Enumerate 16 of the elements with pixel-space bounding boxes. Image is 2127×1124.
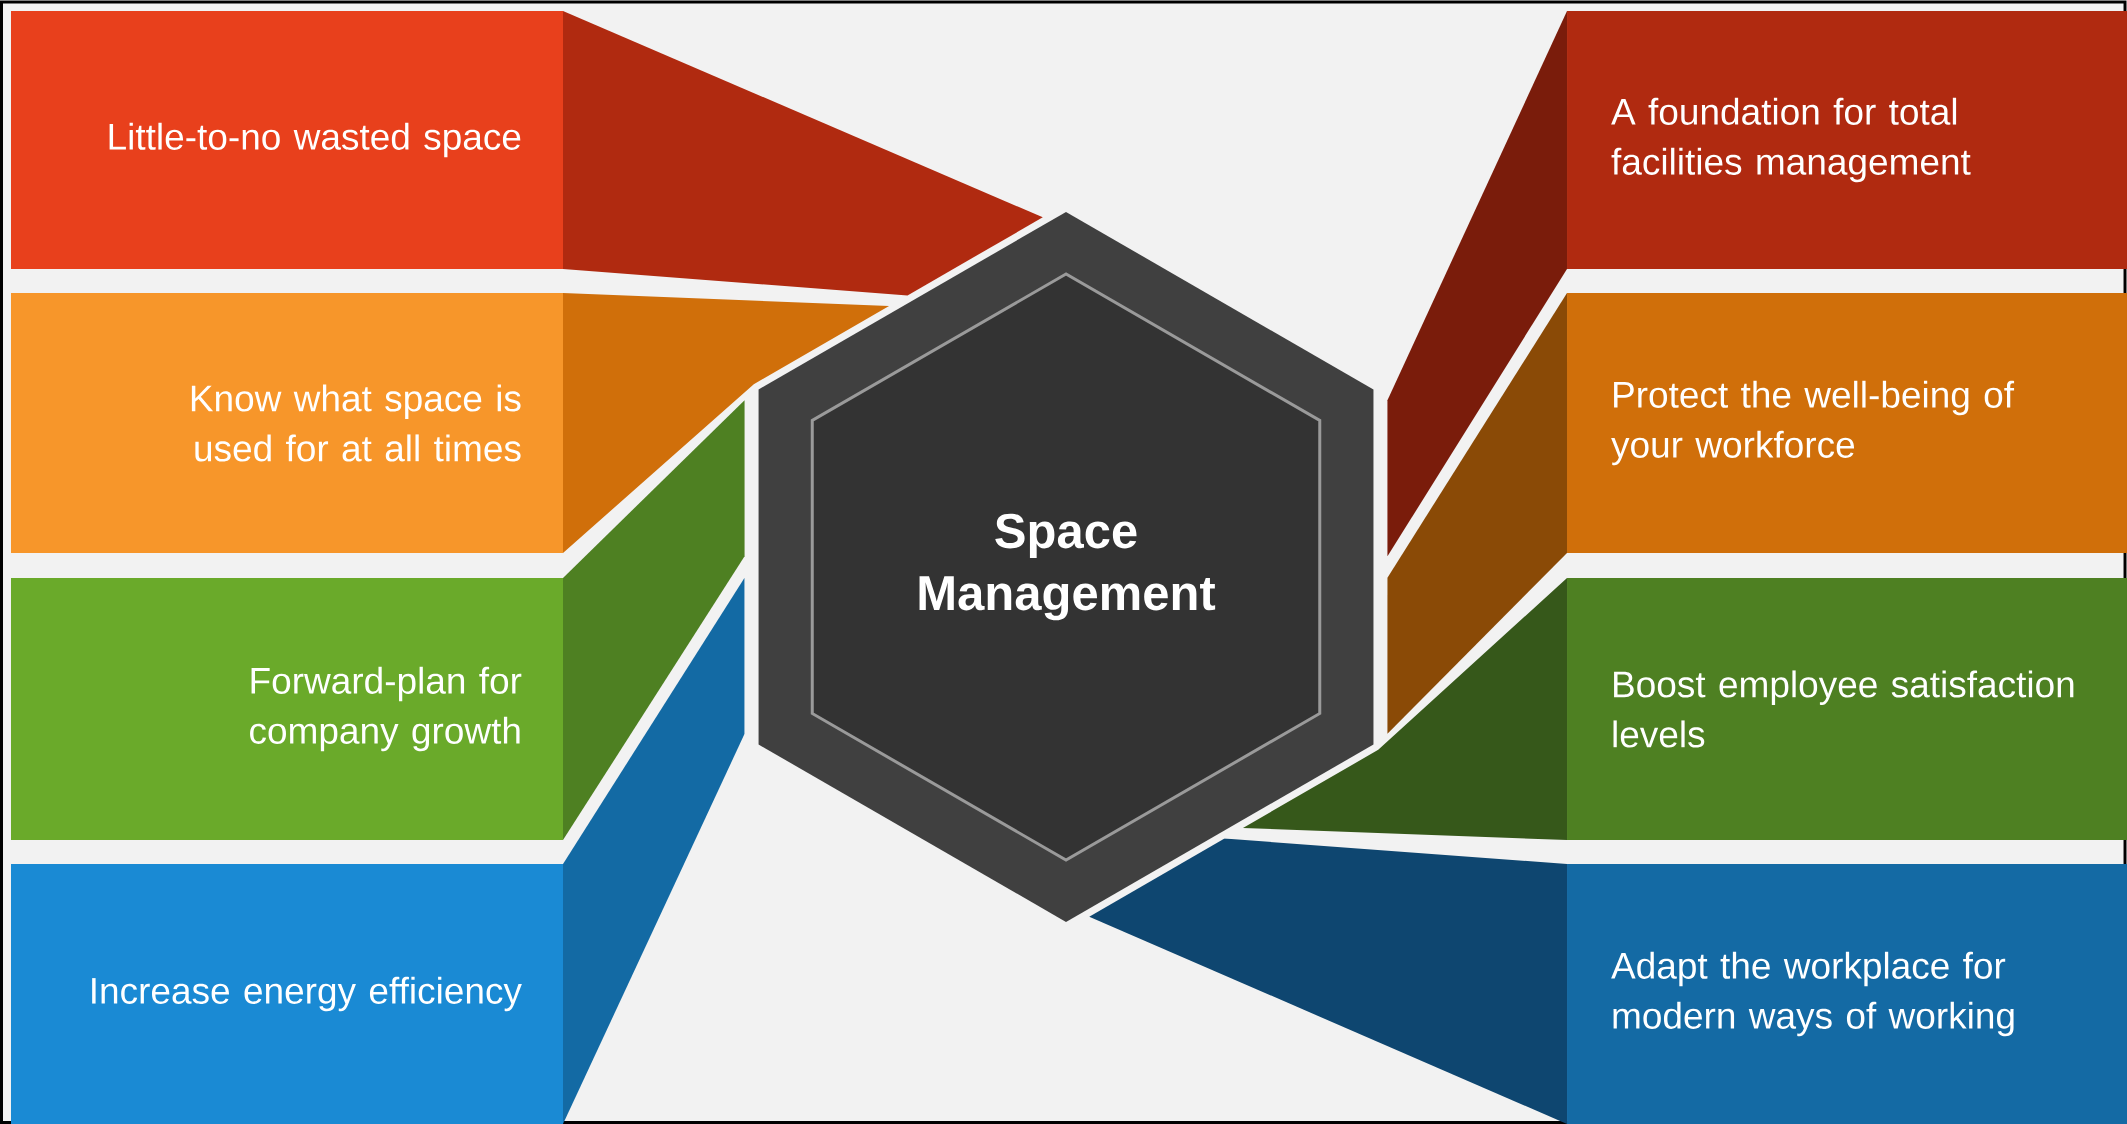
connector-ribbon (563, 293, 890, 553)
text-box: Little-to-no wasted space (11, 11, 563, 269)
connector-ribbon (1387, 293, 1567, 734)
text-box: Forward-plan for company growth (11, 578, 563, 840)
connector-ribbon (1242, 578, 1567, 840)
text-box: Increase energy efficiency (11, 864, 563, 1124)
text-box: Protect the well-being of your workforce (1567, 293, 2127, 553)
connector-ribbon (563, 400, 745, 840)
text-box: Know what space is used for at all times (11, 293, 563, 553)
connector-ribbon (563, 577, 745, 1124)
connector-ribbon (1089, 838, 1567, 1124)
connector-ribbon (1387, 11, 1567, 557)
connector-ribbon (563, 11, 1043, 296)
text-box: Adapt the workplace for modern ways of working (1567, 864, 2127, 1124)
text-box: Boost employee satisfaction levels (1567, 578, 2127, 840)
text-box: A foundation for total facilities management (1567, 11, 2127, 269)
